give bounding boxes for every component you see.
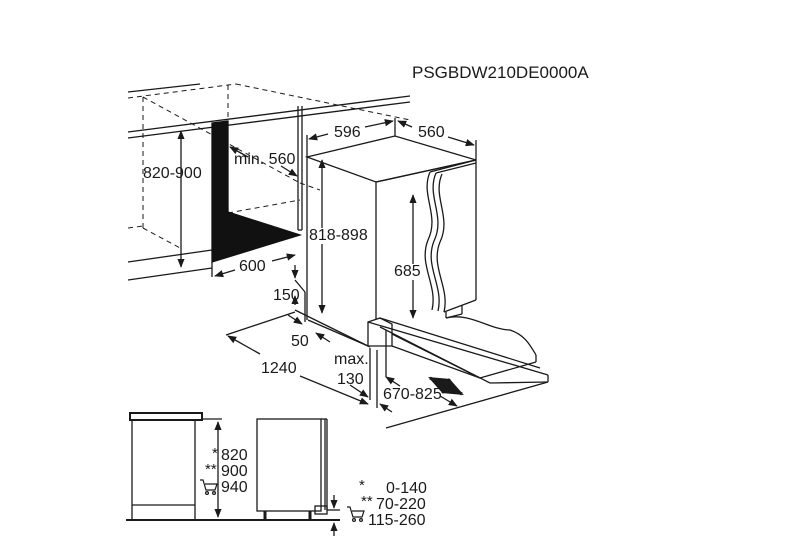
plinth-max-label: max.: [334, 351, 369, 368]
plinth-max-value: 130: [337, 371, 364, 388]
plinth-star-marker: *: [359, 477, 365, 494]
height-cart-value: 940: [221, 479, 248, 496]
total-depth-label: 1240: [261, 360, 297, 377]
appliance-height-label: 818-898: [309, 227, 368, 244]
plinth-double-star-marker: **: [361, 493, 373, 510]
model-code: PSGBDW210DE0000A: [412, 63, 589, 82]
niche-depth-label: min. 560: [234, 151, 296, 168]
side-view-appliance: [256, 418, 340, 536]
height-star-marker: *: [212, 445, 218, 462]
niche-width-label: 600: [239, 258, 266, 275]
plinth-setback-label: 50: [291, 333, 309, 350]
appliance-depth-label: 560: [418, 124, 445, 141]
cabinet-niche: [127, 83, 411, 281]
plinth-double-star-value: 70-220: [376, 496, 426, 513]
door-open-range-label: 670-825: [383, 386, 442, 403]
plinth-height-label: 150: [273, 287, 300, 304]
height-double-star-value: 900: [221, 463, 248, 480]
side-view-cabinet: [126, 412, 340, 521]
plinth-star-value: 0-140: [386, 480, 427, 497]
cart-icon: [200, 479, 218, 496]
height-star-value: 820: [221, 447, 248, 464]
cart-icon: [347, 506, 365, 523]
appliance-width-label: 596: [334, 124, 361, 141]
open-door: [367, 316, 549, 384]
niche-height-label: 820-900: [143, 165, 202, 182]
plinth-cart-value: 115-260: [368, 512, 426, 529]
height-double-star-marker: **: [205, 461, 217, 478]
door-height-label: 685: [394, 263, 421, 280]
